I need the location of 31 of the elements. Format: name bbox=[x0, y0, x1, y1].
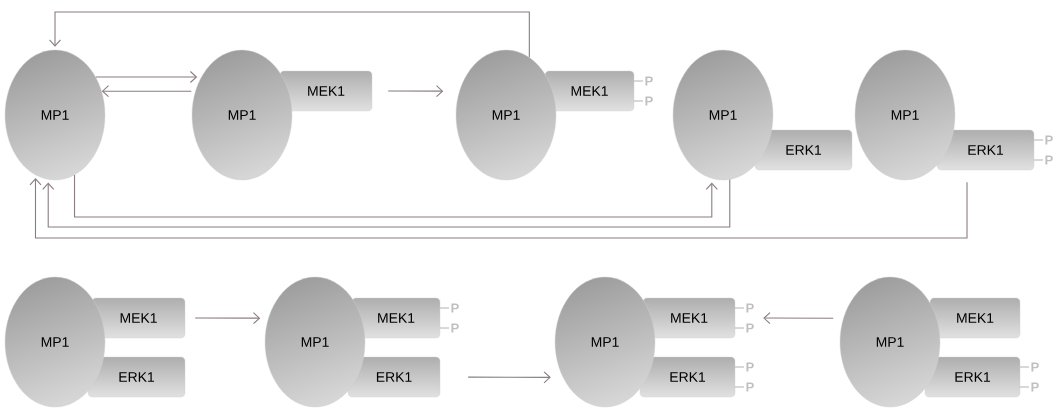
phosphate-label: P bbox=[1019, 362, 1039, 372]
arrow bbox=[48, 11, 530, 58]
arrow bbox=[95, 70, 198, 84]
protein-box: ERK1 bbox=[347, 356, 441, 398]
arrow bbox=[387, 85, 444, 98]
phosphate-label: P bbox=[439, 303, 459, 313]
protein-box: MEK1 bbox=[279, 70, 373, 112]
arrow bbox=[73, 174, 718, 218]
protein-box: ERK1 bbox=[639, 356, 736, 398]
phosphate-label: P bbox=[734, 323, 754, 333]
arrow bbox=[467, 371, 551, 384]
phosphate-label: P bbox=[633, 96, 653, 106]
phosphate-label: P bbox=[1033, 135, 1053, 145]
protein-box: ERK1 bbox=[87, 356, 186, 398]
protein-box: ERK1 bbox=[924, 356, 1021, 398]
arrow bbox=[42, 179, 731, 228]
protein-box: MEK1 bbox=[544, 70, 635, 112]
phosphate-label: P bbox=[633, 76, 653, 86]
phosphate-label: P bbox=[734, 303, 754, 313]
protein-box: MEK1 bbox=[929, 297, 1021, 339]
protein-box: MEK1 bbox=[91, 297, 186, 339]
phosphate-label: P bbox=[734, 362, 754, 372]
protein-box: MEK1 bbox=[642, 297, 736, 339]
arrow bbox=[29, 178, 968, 239]
arrow bbox=[101, 85, 192, 98]
phosphate-label: P bbox=[439, 323, 459, 333]
arrow bbox=[194, 312, 261, 325]
phosphate-label: P bbox=[1033, 155, 1053, 165]
phosphate-label: P bbox=[734, 382, 754, 392]
phosphate-label: P bbox=[1019, 382, 1039, 392]
arrow bbox=[763, 312, 834, 325]
